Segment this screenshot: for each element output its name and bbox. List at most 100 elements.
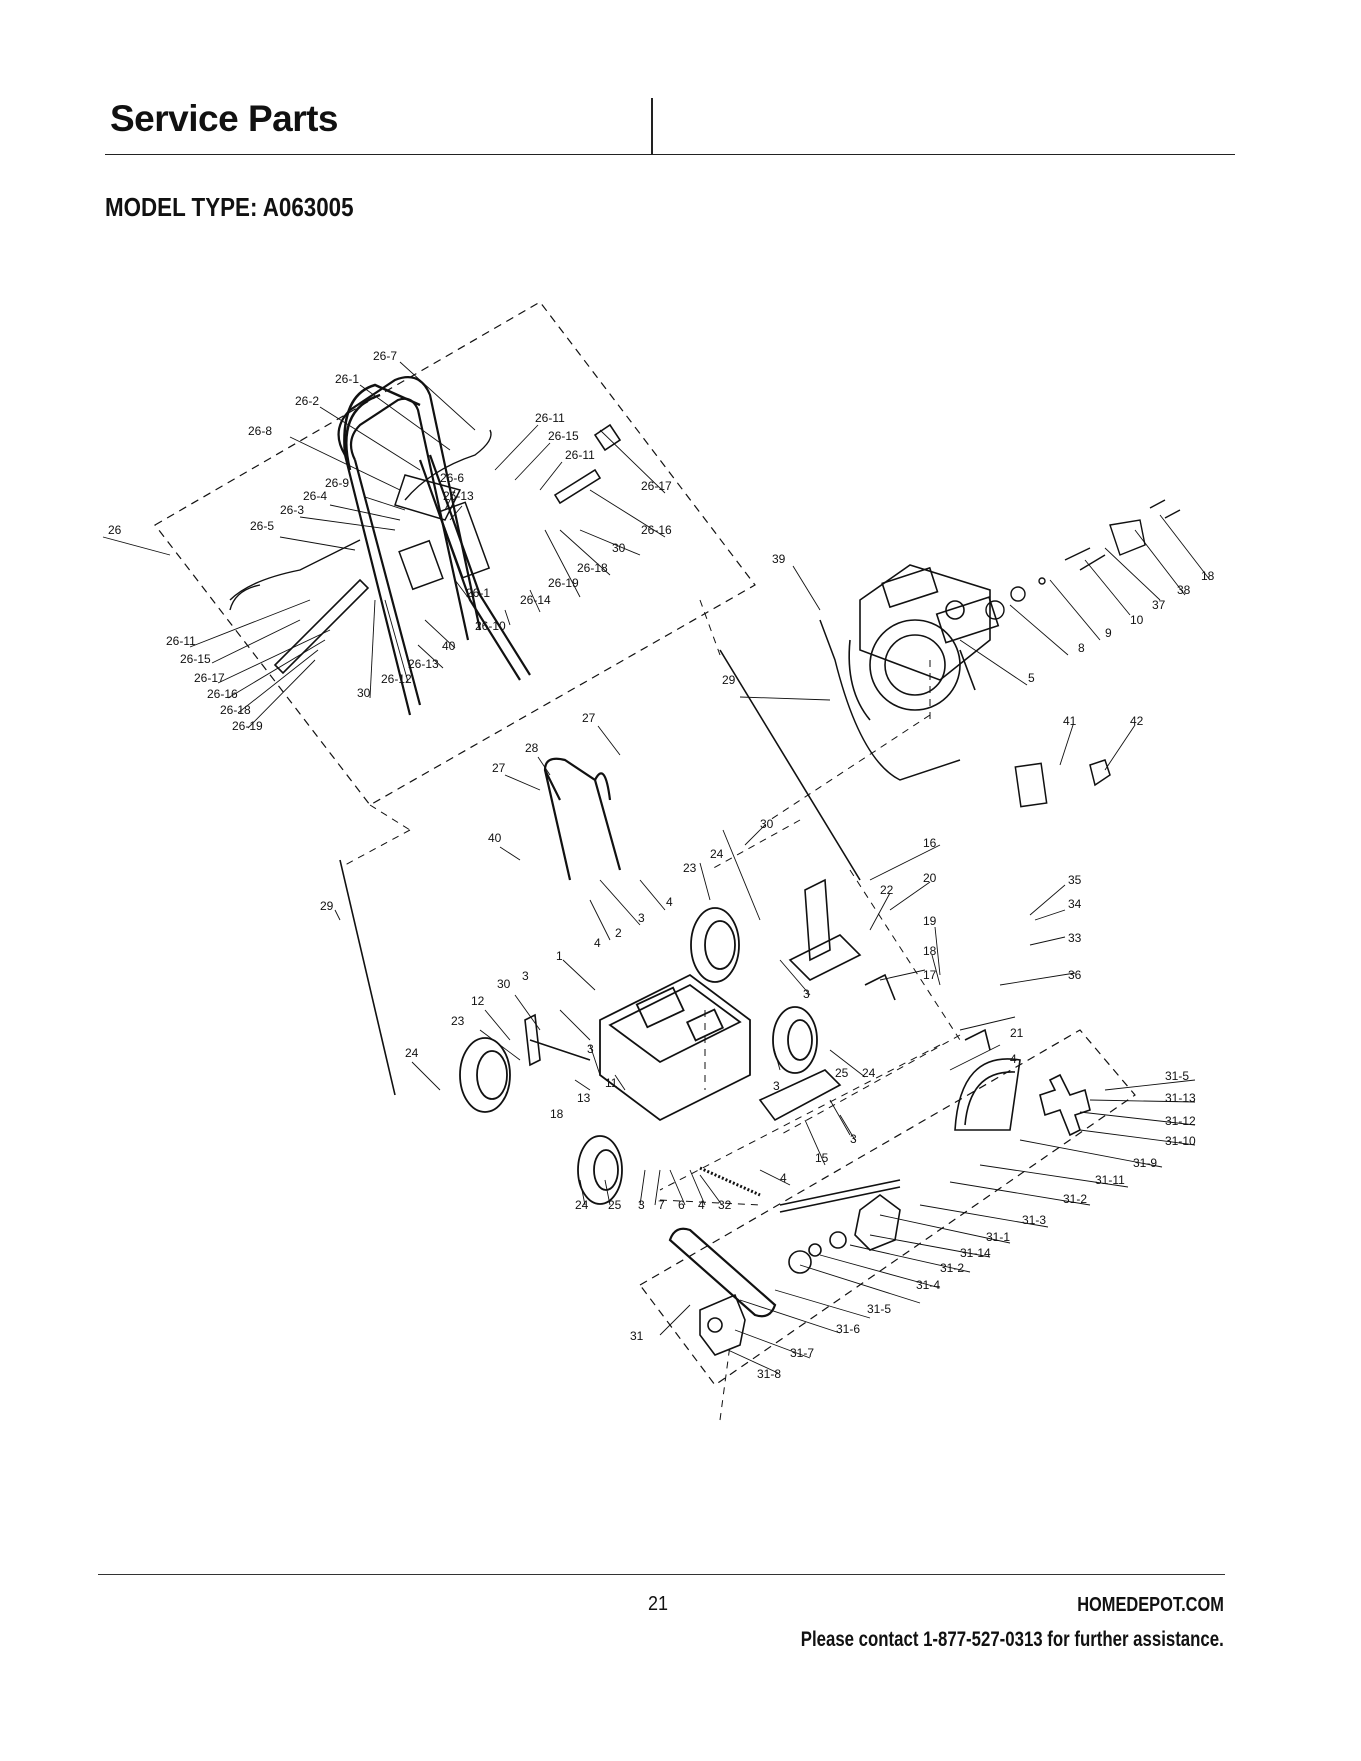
gearbox-assembly-boundary — [639, 1029, 1136, 1386]
callout-1: 1 — [556, 949, 563, 963]
callout-7: 7 — [658, 1198, 665, 1212]
callout-31-4: 31-4 — [916, 1278, 940, 1292]
callout-26-10: 26-10 — [475, 619, 506, 633]
guide-lines — [344, 599, 961, 1421]
callout-31-5: 31-5 — [1165, 1069, 1189, 1083]
callout-30: 30 — [760, 817, 774, 831]
callout-31-6: 31-6 — [836, 1322, 860, 1336]
callout-26-7: 26-7 — [373, 349, 397, 363]
callout-26-11: 26-11 — [535, 411, 565, 425]
callout-4: 4 — [594, 936, 601, 950]
callout-37: 37 — [1152, 598, 1166, 612]
callout-18: 18 — [1201, 569, 1215, 583]
wheel-rear-right — [690, 907, 740, 983]
callout-35: 35 — [1068, 873, 1082, 887]
callout-39: 39 — [772, 552, 786, 566]
callout-31-14: 31-14 — [960, 1246, 991, 1260]
footer-rule — [98, 1574, 1225, 1575]
callout-26-6: 26-6 — [440, 471, 464, 485]
handle-grip — [343, 383, 421, 471]
engine — [848, 564, 1000, 721]
callout-26-5: 26-5 — [250, 519, 274, 533]
callout-21: 21 — [1010, 1026, 1024, 1040]
callout-29: 29 — [320, 899, 334, 913]
callout-26-17: 26-17 — [641, 479, 672, 493]
callout-26-1: 26-1 — [335, 372, 359, 386]
engine-mount-parts — [985, 499, 1181, 620]
lower-handle — [543, 757, 622, 881]
callout-26-1: 26-1 — [466, 586, 490, 600]
callout-31-9: 31-9 — [1133, 1156, 1157, 1170]
callout-11: 11 — [605, 1076, 618, 1090]
callout-26-11: 26-11 — [565, 448, 595, 462]
callout-31-7: 31-7 — [790, 1346, 814, 1360]
callout-15: 15 — [815, 1151, 829, 1165]
callout-31-12: 31-12 — [1165, 1114, 1196, 1128]
callout-26-19: 26-19 — [548, 576, 579, 590]
callout-26-9: 26-9 — [325, 476, 349, 490]
callout-26-11: 26-11 — [166, 634, 196, 648]
callout-32: 32 — [718, 1198, 732, 1212]
callout-34: 34 — [1068, 897, 1082, 911]
callout-5: 5 — [1028, 671, 1035, 685]
callout-30: 30 — [357, 686, 371, 700]
callout-18: 18 — [923, 944, 937, 958]
page-number: 21 — [648, 1593, 669, 1615]
throttle-cable-lower — [819, 619, 961, 781]
callout-4: 4 — [698, 1198, 705, 1212]
callout-26-17: 26-17 — [194, 671, 225, 685]
callout-26-14: 26-14 — [520, 593, 551, 607]
wheel-rear-left — [459, 1037, 511, 1113]
callout-4: 4 — [666, 895, 673, 909]
model-type-heading: MODEL TYPE: A063005 — [105, 192, 354, 222]
contact-text: Please contact 1-877-527-0313 for furthe… — [800, 1628, 1224, 1651]
callout-23: 23 — [451, 1014, 465, 1028]
blade-guard — [954, 1058, 1021, 1131]
callout-26-13: 26-13 — [443, 489, 474, 503]
callout-30: 30 — [497, 977, 511, 991]
callout-25: 25 — [608, 1198, 622, 1212]
callout-26-15: 26-15 — [548, 429, 579, 443]
drive-belt — [668, 1227, 777, 1318]
spring-32 — [699, 1166, 761, 1197]
site-link[interactable]: HOMEDEPOT.COM — [1077, 1594, 1224, 1616]
callout-26-15: 26-15 — [180, 652, 211, 666]
blade — [1039, 1073, 1091, 1137]
callout-3: 3 — [638, 1198, 645, 1212]
control-bracket — [394, 474, 491, 591]
callout-33: 33 — [1068, 931, 1082, 945]
blade-guard-mount — [758, 1028, 991, 1122]
callout-26-19: 26-19 — [232, 719, 263, 733]
callout-19: 19 — [923, 914, 937, 928]
callout-26-13: 26-13 — [408, 657, 439, 671]
fuel-bottle — [1014, 759, 1111, 808]
callout-26-18: 26-18 — [577, 561, 608, 575]
callout-31-2: 31-2 — [940, 1261, 964, 1275]
callout-31-11: 31-11 — [1095, 1173, 1125, 1187]
callout-26-18: 26-18 — [220, 703, 251, 717]
callout-31-3: 31-3 — [1022, 1213, 1046, 1227]
header-rule — [105, 154, 1235, 155]
callout-28: 28 — [525, 741, 539, 755]
callout-29: 29 — [722, 673, 736, 687]
callout-13: 13 — [577, 1091, 591, 1105]
callout-17: 17 — [923, 968, 937, 982]
callout-26-3: 26-3 — [280, 503, 304, 517]
callout-8: 8 — [1078, 641, 1085, 655]
callout-25: 25 — [835, 1066, 849, 1080]
callout-31-5: 31-5 — [867, 1302, 891, 1316]
callout-9: 9 — [1105, 626, 1112, 640]
callout-26-16: 26-16 — [207, 687, 238, 701]
wheel-front-left — [577, 1135, 623, 1205]
callout-12: 12 — [471, 994, 485, 1008]
callout-2: 2 — [615, 926, 622, 940]
depth-bracket — [788, 878, 896, 1001]
callout-24: 24 — [405, 1046, 419, 1060]
callout-41: 41 — [1063, 714, 1077, 728]
throttle-cable-upper — [229, 429, 492, 611]
callout-38: 38 — [1177, 583, 1191, 597]
header-divider — [651, 98, 653, 154]
callout-3: 3 — [522, 969, 529, 983]
callout-24: 24 — [862, 1066, 876, 1080]
